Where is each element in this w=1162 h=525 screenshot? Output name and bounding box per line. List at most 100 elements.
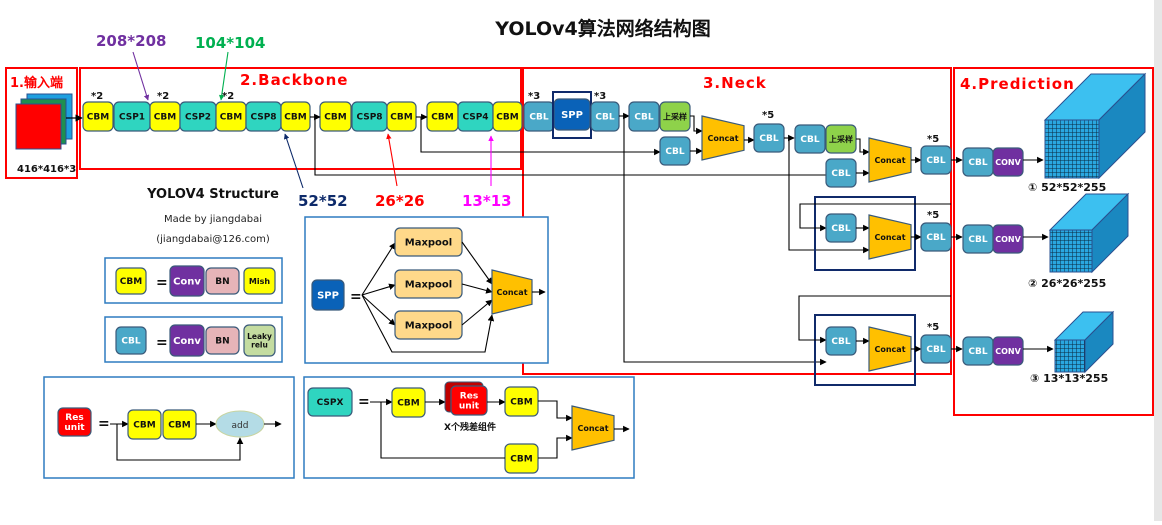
- legend-cspx-concat: Concat: [571, 405, 615, 451]
- backbone-block-cbm: CBM: [386, 101, 417, 132]
- neck-cbl: CBL: [753, 123, 785, 153]
- feature-label-52: 52*52: [298, 192, 348, 210]
- legend-leaky-relu-label: Leaky: [247, 332, 272, 341]
- legend-cbm-label: CBM: [120, 277, 142, 287]
- backbone-block-cbm-label: CBM: [284, 113, 306, 123]
- legend-bn: BN: [205, 326, 240, 355]
- legend-spp-concat: Concat: [491, 269, 533, 315]
- neck-cbl-label: CBL: [926, 156, 945, 166]
- repeat-label: *2: [222, 91, 234, 102]
- legend-cspx-label: CSPX: [317, 398, 344, 408]
- backbone-block-cbm: CBM: [215, 101, 247, 132]
- backbone-block-cbm: CBM: [319, 101, 352, 132]
- backbone-block-cbm-label: CBM: [154, 113, 176, 123]
- backbone-block-cbm: CBM: [280, 101, 311, 132]
- repeat-label: *5: [927, 322, 939, 333]
- pred-cbl: CBL: [962, 224, 994, 254]
- legend-conv: Conv: [169, 265, 205, 297]
- backbone-block-csp2: CSP2: [179, 101, 217, 132]
- equals-sign: =: [98, 416, 110, 432]
- pred-cbl: CBL: [962, 147, 994, 177]
- feature-label-26: 26*26: [375, 192, 425, 210]
- legend-res-unit-label: Res: [460, 392, 478, 402]
- output-size-label-1: ① 52*52*255: [1028, 181, 1106, 194]
- diagram-title: YOLOv4算法网络结构图: [494, 17, 710, 40]
- section-prediction-border: [953, 67, 1154, 416]
- backbone-block-csp1: CSP1: [113, 101, 151, 132]
- output-size-label-3: ③ 13*13*255: [1030, 372, 1108, 385]
- vertical-scrollbar[interactable]: [1154, 0, 1162, 521]
- structure-title: YOLOV4 Structure: [146, 187, 279, 202]
- legend-add-label: add: [232, 421, 249, 431]
- author-email: (jiangdabai@126.com): [156, 234, 270, 245]
- legend-cspx-concat-label: Concat: [577, 424, 608, 433]
- backbone-block-cbm: CBM: [426, 101, 459, 132]
- legend-leaky-relu-label: relu: [251, 340, 268, 349]
- neck-concat-label: Concat: [874, 233, 905, 242]
- backbone-block-cbm-label: CBM: [431, 113, 453, 123]
- neck-cbl: CBL: [523, 101, 555, 132]
- backbone-block-csp8: CSP8: [245, 101, 282, 132]
- legend-cbm: CBM: [162, 409, 197, 440]
- legend-cbm: CBM: [391, 387, 426, 418]
- neck-cbl: CBL: [590, 101, 620, 132]
- output-size-label-2: ② 26*26*255: [1028, 277, 1106, 290]
- pred-conv: CONV: [992, 224, 1024, 254]
- neck-cbl-label: CBL: [831, 169, 850, 179]
- legend-maxpool: Maxpool: [394, 310, 463, 340]
- backbone-block-csp8-label: CSP8: [356, 113, 382, 123]
- neck-concat-label: Concat: [874, 345, 905, 354]
- legend-cbl: CBL: [115, 326, 147, 355]
- neck-concat-label: Concat: [707, 134, 738, 143]
- legend-conv-label: Conv: [173, 277, 201, 288]
- equals-sign: =: [358, 394, 370, 410]
- pan-highlight: [814, 196, 916, 271]
- neck-cbl: CBL: [628, 101, 660, 132]
- legend-cbm-label: CBM: [168, 421, 190, 431]
- legend-maxpool-label: Maxpool: [405, 238, 452, 249]
- upsample-block-label: 上采样: [663, 111, 687, 121]
- legend-cbm: CBM: [115, 267, 147, 295]
- legend-cbm: CBM: [127, 409, 162, 440]
- neck-cbl-label: CBL: [831, 337, 850, 347]
- neck-spp: SPP: [553, 98, 591, 131]
- neck-cbl: CBL: [920, 222, 952, 252]
- repeat-label: *2: [91, 91, 103, 102]
- backbone-block-cbm: CBM: [492, 101, 523, 132]
- section-backbone-label: 2.Backbone: [240, 71, 348, 89]
- legend-cbl-label: CBL: [121, 337, 140, 347]
- repeat-label: *5: [762, 110, 774, 121]
- legend-res-unit-label: unit: [64, 423, 85, 433]
- pred-conv-label: CONV: [995, 347, 1021, 356]
- repeat-label: *5: [927, 210, 939, 221]
- equals-sign: =: [350, 289, 362, 305]
- legend-spp-label: SPP: [317, 291, 339, 302]
- section-prediction-label: 4.Prediction: [960, 75, 1075, 93]
- legend-mish: Mish: [243, 267, 276, 295]
- pan-highlight: [814, 314, 916, 386]
- repeat-label: *5: [927, 134, 939, 145]
- backbone-block-cbm-label: CBM: [324, 113, 346, 123]
- input-size-label: 416*416*3: [17, 164, 76, 175]
- neck-cbl-label: CBL: [800, 135, 819, 145]
- legend-maxpool: Maxpool: [394, 227, 463, 257]
- legend-bn: BN: [205, 267, 240, 295]
- pred-conv: CONV: [992, 147, 1024, 177]
- pred-conv-label: CONV: [995, 158, 1021, 167]
- legend-cbm-label: CBM: [510, 455, 532, 465]
- neck-cbl: CBL: [920, 334, 952, 364]
- legend-cbm: CBM: [504, 386, 539, 417]
- legend-mish-label: Mish: [249, 277, 270, 286]
- backbone-block-csp4-label: CSP4: [462, 113, 488, 123]
- legend-res-unit-label: unit: [459, 402, 480, 412]
- output-tensor-cube-2: [1048, 192, 1130, 274]
- legend-cbm-label: CBM: [397, 399, 419, 409]
- neck-concat: Concat: [868, 214, 912, 260]
